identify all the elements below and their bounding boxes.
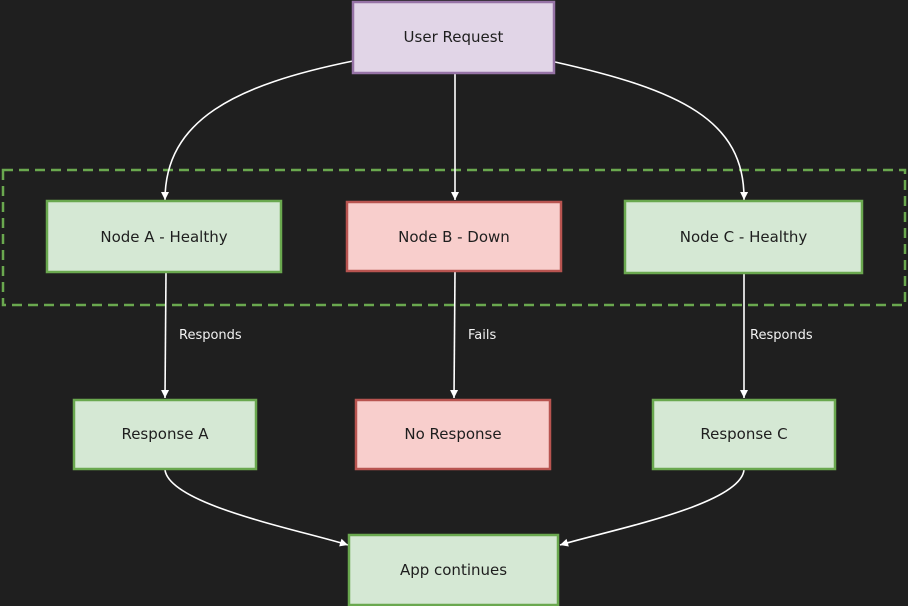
node-a-label: Node A - Healthy bbox=[100, 228, 227, 246]
node-c-box bbox=[623, 199, 864, 275]
edge-request-to-node-c bbox=[554, 61, 749, 201]
edge-response-c-to-app bbox=[559, 469, 745, 547]
edge-label-c-responds: Responds bbox=[750, 328, 813, 343]
no-response-label: No Response bbox=[404, 425, 501, 443]
response-a-box bbox=[72, 398, 258, 471]
node-c-healthy: Node C - Healthy bbox=[623, 199, 864, 275]
node-a-box bbox=[45, 199, 283, 274]
node-b-label: Node B - Down bbox=[398, 228, 510, 246]
app-continues-label: App continues bbox=[400, 561, 507, 579]
node-app-continues: App continues bbox=[347, 533, 560, 606]
node-response-c: Response C bbox=[651, 398, 837, 471]
app-continues-box bbox=[347, 533, 560, 606]
node-response-a: Response A bbox=[72, 398, 258, 471]
node-b-down: Node B - Down bbox=[345, 200, 563, 273]
edge-response-a-to-app bbox=[164, 469, 349, 547]
request-edges bbox=[161, 60, 749, 201]
node-user-request-label: User Request bbox=[404, 28, 504, 46]
node-c-label: Node C - Healthy bbox=[680, 228, 808, 246]
edge-label-a-responds: Responds bbox=[179, 328, 242, 343]
edge-request-to-node-a bbox=[161, 60, 354, 201]
response-c-box bbox=[651, 398, 837, 471]
node-user-request: User Request bbox=[351, 0, 556, 75]
node-a-healthy: Node A - Healthy bbox=[45, 199, 283, 274]
edge-node-b-to-no-response bbox=[450, 270, 459, 399]
node-no-response: No Response bbox=[354, 398, 552, 471]
edge-label-b-fails: Fails bbox=[468, 328, 496, 343]
response-c-label: Response C bbox=[700, 425, 787, 443]
response-edges bbox=[164, 469, 745, 547]
no-response-box bbox=[354, 398, 552, 471]
response-a-label: Response A bbox=[121, 425, 209, 443]
node-b-box bbox=[345, 200, 563, 273]
node-user-request-box bbox=[351, 0, 556, 75]
edge-node-a-to-response-a bbox=[161, 271, 170, 399]
node-edges bbox=[161, 270, 748, 399]
